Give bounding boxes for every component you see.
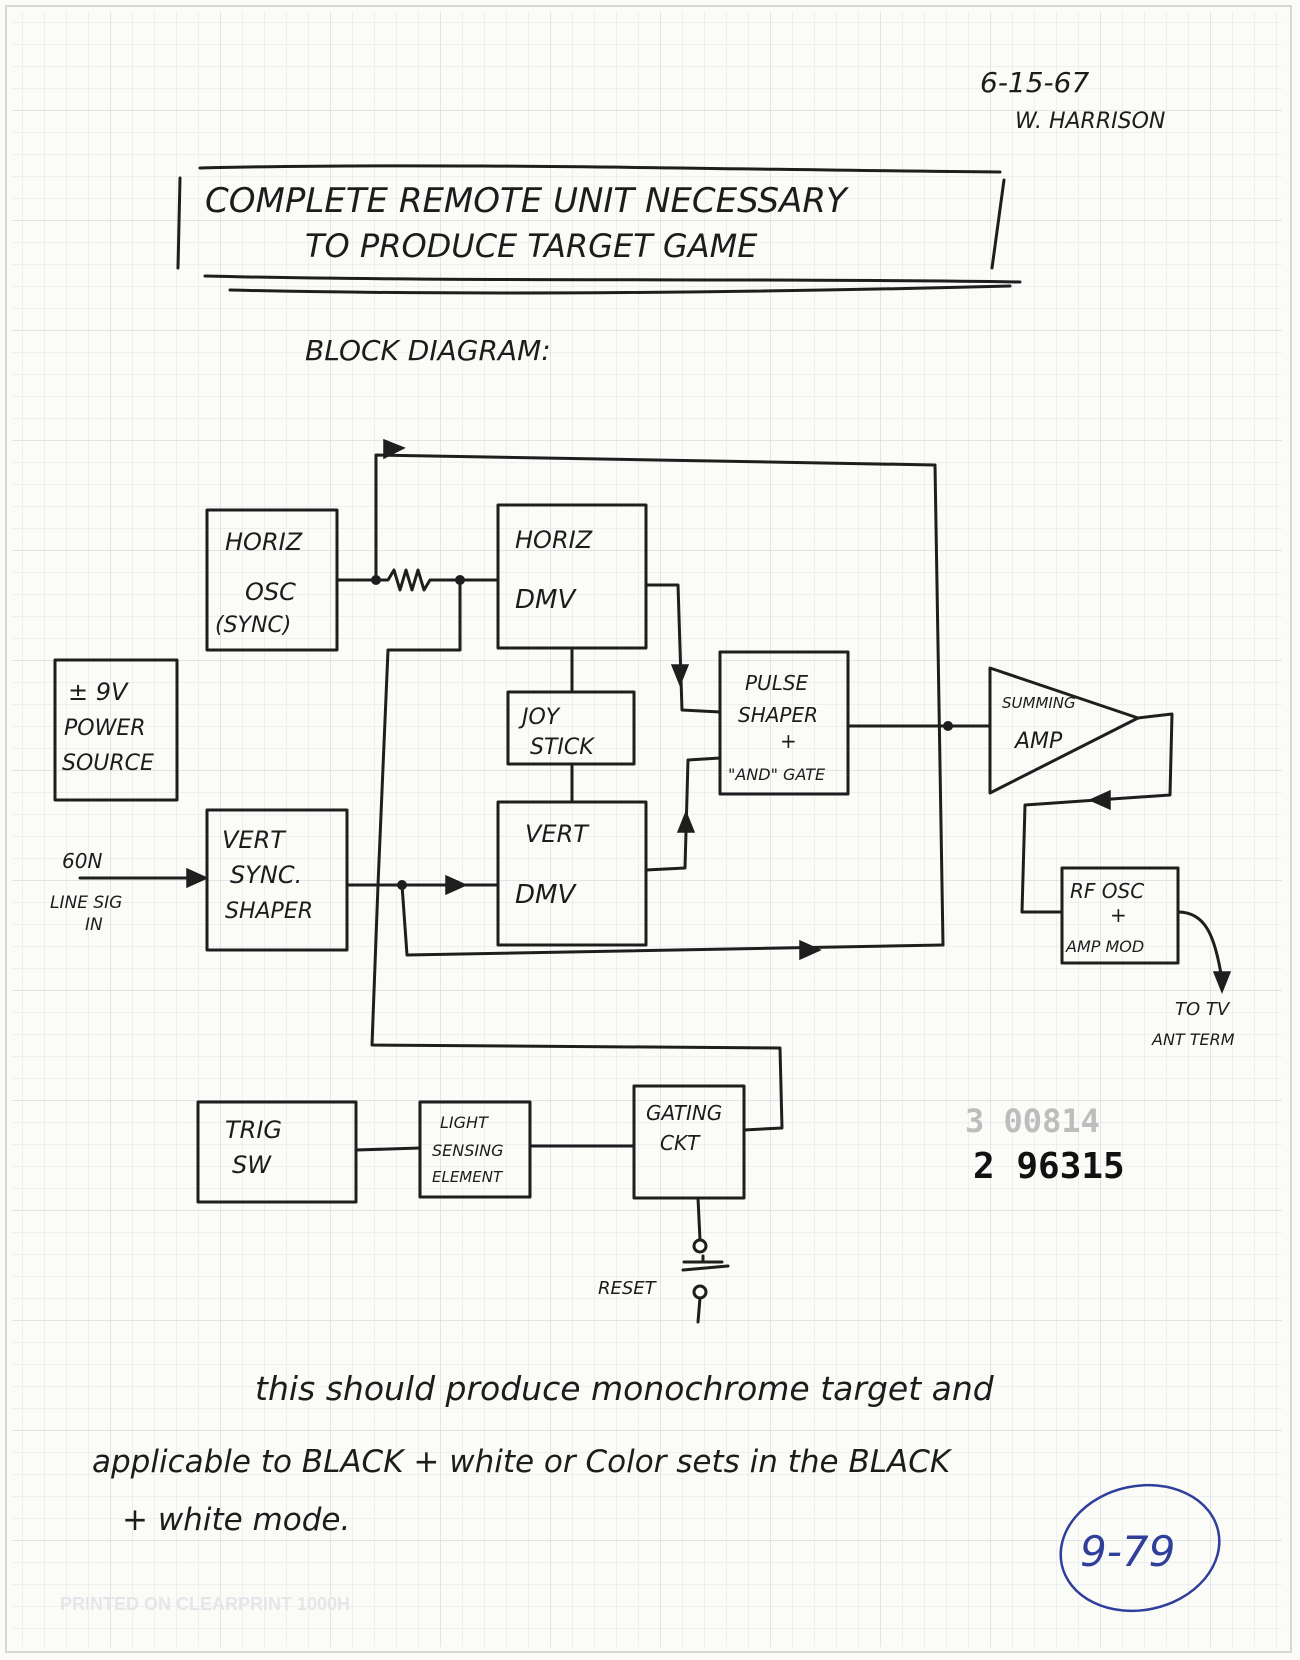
svg-text:VERT: VERT [525, 820, 590, 848]
wire-rf-osc-to-tv [1176, 910, 1224, 982]
author-label: W. HARRISON [1015, 109, 1165, 134]
arrow-summing-amp-to-rf-osc [1088, 789, 1111, 811]
svg-text:SENSING: SENSING [432, 1141, 503, 1160]
svg-text:+: + [1110, 903, 1127, 927]
svg-text:STICK: STICK [530, 735, 595, 760]
wire-trig-sw-to-light-sensing [354, 1146, 422, 1152]
svg-text:LIGHT: LIGHT [440, 1113, 489, 1132]
svg-text:+: + [780, 729, 797, 753]
title-underline-top [198, 164, 1002, 174]
svg-text:(SYNC): (SYNC) [215, 613, 291, 638]
svg-text:JOY: JOY [518, 705, 561, 730]
block-trig-sw: TRIG SW [196, 1100, 358, 1204]
svg-text:TRIG: TRIG [225, 1116, 282, 1144]
wire-gating-ckt-loop [370, 883, 784, 1132]
title-line-1: COMPLETE REMOTE UNIT NECESSARY [205, 181, 849, 221]
block-pulse-shaper-and-gate: PULSE SHAPER + "AND" GATE [718, 650, 850, 796]
svg-text:HORIZ: HORIZ [225, 528, 303, 556]
title-right-bracket [990, 178, 1006, 270]
svg-text:ELEMENT: ELEMENT [432, 1168, 504, 1186]
title-underline-bottom-1 [203, 274, 1022, 284]
svg-text:SUMMING: SUMMING [1002, 694, 1076, 712]
svg-text:± 9V: ± 9V [68, 678, 129, 706]
block-light-sensing-element: LIGHT SENSING ELEMENT [418, 1100, 532, 1199]
svg-text:SHAPER: SHAPER [225, 899, 313, 924]
arrow-rf-osc-to-tv [1212, 971, 1232, 995]
note-line-1: this should produce monochrome target an… [255, 1369, 995, 1408]
svg-text:GATING: GATING [646, 1101, 722, 1125]
junction-summing-input [943, 721, 953, 731]
title-left-bracket [176, 176, 182, 270]
arrow-vert-dmv-to-pulse-shaper [676, 809, 696, 833]
block-rf-osc-amp-mod: RF OSC + AMP MOD [1060, 866, 1180, 965]
stamp-number: 2 96315 [973, 1146, 1125, 1187]
svg-text:AMP MOD: AMP MOD [1065, 937, 1144, 956]
svg-text:OSC: OSC [245, 578, 296, 606]
block-summing-amp: SUMMING AMP [988, 666, 1140, 795]
title-line-2: TO PRODUCE TARGET GAME [305, 227, 758, 265]
wire-horiz-osc-to-horiz-dmv [335, 568, 500, 592]
note-line-3: + white mode. [122, 1502, 350, 1538]
block-gating-ckt: GATING CKT [632, 1084, 746, 1200]
arrow-vert-sync-to-vert-dmv [445, 874, 468, 896]
input-label-60n: 60N [62, 849, 102, 873]
input-label-line-sig: LINE SIG [50, 893, 122, 913]
wire-horiz-dmv-to-pulse-shaper [644, 583, 722, 714]
svg-text:VERT: VERT [222, 826, 287, 854]
title-underline-bottom-2 [228, 284, 1012, 295]
block-vert-sync-shaper: VERT SYNC. SHAPER [205, 808, 349, 952]
arrow-bottom-bus [799, 939, 822, 961]
output-label-to-tv: TO TV [1175, 999, 1231, 1020]
svg-text:SW: SW [232, 1151, 272, 1179]
svg-text:SHAPER: SHAPER [738, 703, 818, 727]
reset-label: RESET [598, 1278, 658, 1299]
svg-text:PULSE: PULSE [745, 671, 809, 695]
page-number-circle [1059, 1483, 1221, 1613]
block-vert-dmv: VERT DMV [496, 800, 648, 947]
arrow-horiz-dmv-to-pulse-shaper [670, 664, 690, 688]
block-diagram-heading: BLOCK DIAGRAM: [305, 334, 551, 367]
stamp-faint: 3 00814 [965, 1102, 1100, 1140]
svg-text:SYNC.: SYNC. [230, 861, 302, 889]
printed-footer: PRINTED ON CLEARPRINT 1000H [60, 1594, 350, 1614]
svg-text:DMV: DMV [515, 880, 577, 910]
wire-horiz-dmv-reset-loop [376, 578, 462, 887]
svg-text:CKT: CKT [660, 1131, 701, 1155]
page-number: 9-79 [1080, 1527, 1175, 1576]
note-line-2: applicable to BLACK + white or Color set… [92, 1444, 953, 1480]
svg-text:HORIZ: HORIZ [515, 526, 593, 554]
input-label-in: IN [85, 915, 103, 935]
svg-text:"AND" GATE: "AND" GATE [728, 765, 826, 784]
svg-text:AMP: AMP [1013, 729, 1063, 754]
arrow-top-bus [383, 438, 406, 460]
wire-bottom-bus [400, 883, 945, 957]
wire-gating-ckt-to-reset [696, 1196, 702, 1242]
date-label: 6-15-67 [980, 66, 1089, 99]
paper-edge [5, 5, 1292, 1653]
output-label-ant-term: ANT TERM [1151, 1030, 1235, 1049]
reset-switch-icon [681, 1238, 730, 1324]
svg-text:DMV: DMV [515, 585, 577, 615]
block-horiz-osc: HORIZ OSC (SYNC) [205, 508, 339, 652]
block-power-source: ± 9V POWER SOURCE [53, 658, 179, 802]
arrow-line-sig-input [186, 867, 209, 889]
svg-text:RF OSC: RF OSC [1070, 879, 1144, 903]
svg-text:POWER: POWER [64, 716, 146, 741]
svg-text:SOURCE: SOURCE [62, 751, 154, 776]
wire-top-bus [374, 453, 945, 947]
